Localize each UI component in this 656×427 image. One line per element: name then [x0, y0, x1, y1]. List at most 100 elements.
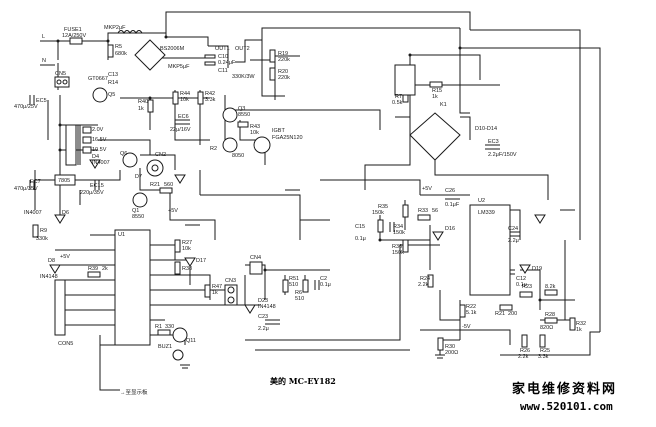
label-r5: R5 — [115, 44, 122, 50]
label-r15: R15 — [432, 88, 442, 94]
label-r20v: 220k — [278, 75, 290, 81]
label-cn2: CN2 — [155, 152, 166, 158]
resistor-r35 — [402, 204, 409, 218]
label-r21: R21 — [150, 182, 160, 188]
label-r44v: 10k — [180, 97, 189, 103]
label-r40: R40 — [138, 99, 148, 105]
label-ec3: EC3 — [488, 139, 499, 145]
label-cn3: CN3 — [225, 278, 236, 284]
label-bridge2: D10-D14 — [475, 126, 497, 132]
label-ec5: EC5 — [36, 98, 47, 104]
label-out2: OUT2 — [235, 46, 250, 52]
label-q2: 8050 — [232, 153, 244, 159]
resistor-r24 — [427, 274, 434, 288]
label-r35v: 150k — [372, 210, 384, 216]
label-cn4: CN4 — [250, 255, 261, 261]
label-c10v: 0.24μF — [218, 60, 236, 66]
resistor-r44 — [172, 91, 179, 105]
label-r40v: 1k — [138, 106, 144, 112]
cap-ec7 — [29, 180, 35, 190]
label-r23v: 8.2k — [545, 284, 556, 290]
resistor-r26 — [521, 334, 528, 348]
label-r24v: 2.2k — [418, 282, 429, 288]
label-r14: R14 — [108, 80, 118, 86]
label-r25v: 3.3k — [538, 354, 549, 360]
diode-d17 — [174, 174, 186, 184]
label-ec6v: 22μ/16V — [170, 127, 191, 133]
diode-d19 — [519, 264, 531, 274]
regulator-7805 — [54, 174, 76, 186]
label-r38: R38 — [182, 266, 192, 272]
label-r34: R34 — [393, 224, 403, 230]
label-r22v: 5.1k — [466, 310, 477, 316]
label-r43: R43 — [250, 124, 260, 130]
label-d8v: IN4148 — [40, 274, 58, 280]
label-r42v: 3.3k — [205, 97, 216, 103]
label-mkp5: MKP5μF — [168, 64, 190, 70]
label-d8: D8 — [48, 258, 55, 264]
label-m5: -5V — [462, 324, 471, 330]
resistor-r5 — [107, 44, 114, 58]
label-d23: D23 — [258, 298, 268, 304]
label-r44: R44 — [180, 91, 190, 97]
connector-cn5 — [54, 76, 70, 88]
label-r5v: 680k — [115, 51, 127, 57]
label-c2: C2 — [320, 276, 327, 282]
label-r28v: 820Ω — [540, 325, 553, 331]
label-ec5v: 470μ/25V — [14, 104, 38, 110]
label-q5: Q5 — [108, 92, 115, 98]
fuse-symbol — [69, 37, 83, 45]
igbt-symbol — [253, 136, 271, 154]
transistor-q1 — [132, 192, 148, 208]
label-fuse: FUSE1 — [64, 27, 82, 33]
cap-ec6 — [175, 119, 190, 125]
transistor-q5 — [92, 87, 108, 103]
label-u2v: LM339 — [478, 210, 495, 216]
label-r26: R26 — [520, 348, 530, 354]
label-r9: R9 — [40, 228, 47, 234]
label-d19: D19 — [532, 266, 542, 272]
label-r15v: 1k — [432, 94, 438, 100]
label-r33: R33 — [418, 208, 428, 214]
label-out1: OUT1 — [215, 46, 230, 52]
resistor-r21 — [159, 187, 173, 194]
label-d7: D7 — [135, 174, 142, 180]
label-d17: D17 — [196, 258, 206, 264]
label-r32v: 1k — [576, 327, 582, 333]
label-5v-a: +5V — [60, 254, 70, 260]
label-r2: R2 — [210, 146, 217, 152]
cap-c26 — [445, 194, 460, 200]
label-buz: BUZ1 — [158, 344, 172, 350]
label-r47: R47 — [212, 284, 222, 290]
label-c13: C13 — [108, 72, 118, 78]
label-r35: R35 — [378, 204, 388, 210]
label-r1v: 330 — [165, 324, 174, 330]
label-q3: Q3 — [238, 106, 245, 112]
label-ec7v: 470μ/35V — [14, 186, 38, 192]
resistor-r36 — [402, 239, 409, 253]
label-d6v: IN4007 — [24, 210, 42, 216]
label-igbt: IGBT — [272, 128, 285, 134]
watermark-line1: 家电维修资料网 — [512, 381, 617, 397]
resistor-r30 — [437, 337, 444, 351]
resistor-r42 — [197, 91, 204, 105]
label-r51: R51 — [289, 276, 299, 282]
label-5v-b: +5V — [168, 208, 178, 214]
label-r20: R20 — [278, 69, 288, 75]
bridge-rectifier-1 — [134, 39, 166, 71]
label-r25: R25 — [540, 348, 550, 354]
label-r30v: 200Ω — [445, 350, 458, 356]
label-tap-10v: 10.5V — [92, 147, 107, 153]
label-c12v: 0.1μ — [516, 282, 527, 288]
label-ec15v: 220μ/35V — [80, 190, 104, 196]
label-r27v: 10k — [182, 246, 191, 252]
label-r24: R24 — [420, 276, 430, 282]
label-r19v: 220k — [278, 57, 290, 63]
label-r51v: 510 — [289, 282, 298, 288]
label-r26v: 2.2k — [518, 354, 529, 360]
ic-u1 — [114, 229, 151, 346]
label-r43v: 10k — [250, 130, 259, 136]
relay-k1 — [394, 64, 416, 96]
label-c10: C10 — [218, 54, 228, 60]
label-r32: R32 — [576, 321, 586, 327]
